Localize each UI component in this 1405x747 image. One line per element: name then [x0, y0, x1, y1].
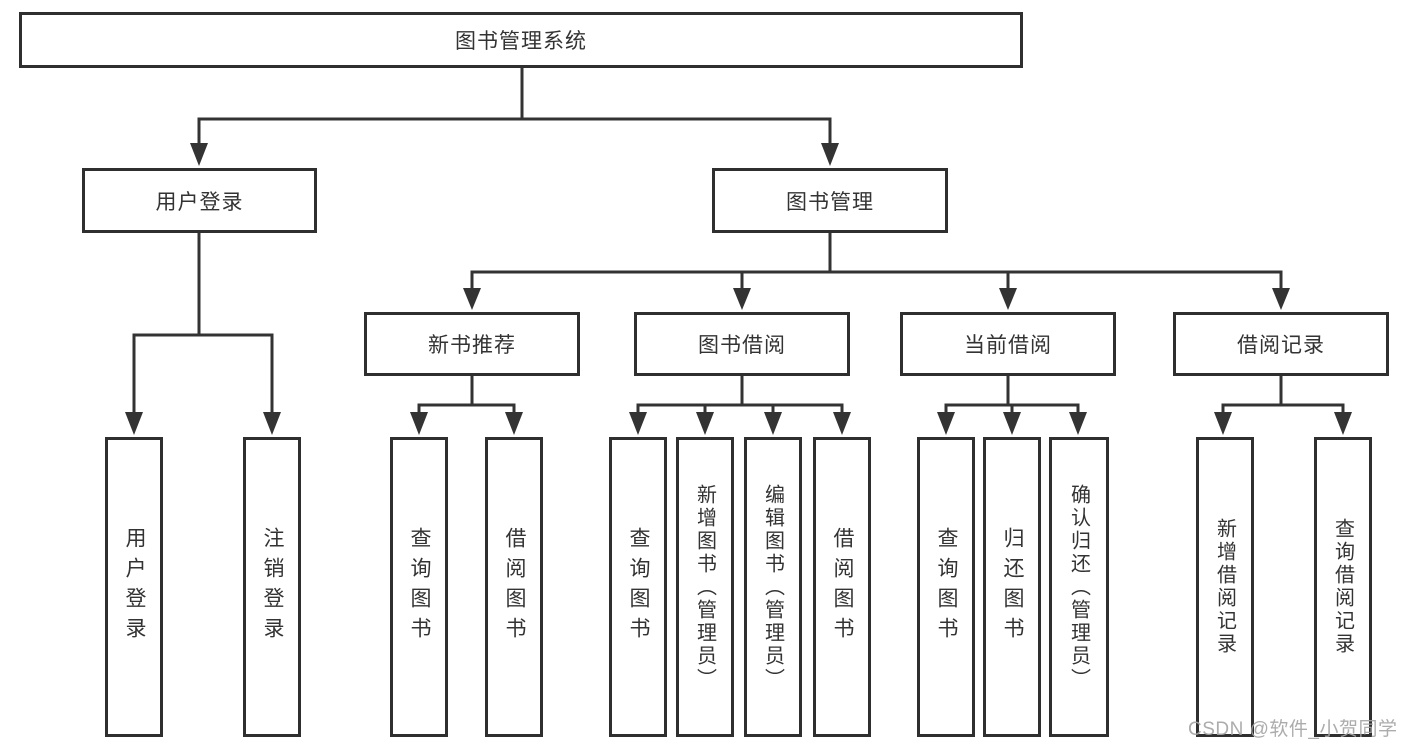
leaf-logout-login: 注销登录 — [243, 437, 301, 737]
node-root: 图书管理系统 — [19, 12, 1023, 68]
node-new-book-recommend-label: 新书推荐 — [428, 334, 516, 357]
leaf-edit-books-admin-label: 编辑图书（管理员） — [761, 483, 784, 691]
leaf-confirm-return-admin: 确认归还（管理员） — [1049, 437, 1109, 737]
leaf-logout-login-label: 注销登录 — [261, 527, 284, 647]
leaf-borrow-books-recommend: 借阅图书 — [485, 437, 543, 737]
leaf-user-login-label: 用户登录 — [123, 527, 146, 647]
leaf-add-borrow-record: 新增借阅记录 — [1196, 437, 1254, 737]
node-book-borrow: 图书借阅 — [634, 312, 850, 376]
leaf-confirm-return-admin-label: 确认归还（管理员） — [1067, 483, 1090, 691]
csdn-watermark: CSDN @软件_小贺同学 — [1188, 719, 1398, 740]
node-book-management-label: 图书管理 — [786, 190, 874, 214]
leaf-query-books-current-label: 查询图书 — [935, 527, 958, 647]
leaf-query-books-borrow: 查询图书 — [609, 437, 667, 737]
leaf-add-borrow-record-label: 新增借阅记录 — [1213, 518, 1236, 656]
node-current-borrow-label: 当前借阅 — [964, 334, 1052, 357]
leaf-query-borrow-record-label: 查询借阅记录 — [1331, 518, 1354, 656]
leaf-return-books-label: 归还图书 — [1001, 527, 1024, 647]
leaf-query-books-borrow-label: 查询图书 — [627, 527, 650, 647]
leaf-query-books-recommend-label: 查询图书 — [408, 527, 431, 647]
node-root-label: 图书管理系统 — [455, 30, 587, 53]
node-book-management: 图书管理 — [712, 168, 948, 233]
leaf-query-borrow-record: 查询借阅记录 — [1314, 437, 1372, 737]
node-user-login-label: 用户登录 — [155, 190, 244, 214]
node-user-login: 用户登录 — [82, 168, 317, 233]
leaf-return-books: 归还图书 — [983, 437, 1041, 737]
node-current-borrow: 当前借阅 — [900, 312, 1116, 376]
leaf-edit-books-admin: 编辑图书（管理员） — [744, 437, 802, 737]
leaf-borrow-books: 借阅图书 — [813, 437, 871, 737]
node-book-borrow-label: 图书借阅 — [698, 334, 786, 357]
node-borrow-records-label: 借阅记录 — [1237, 334, 1325, 357]
leaf-user-login: 用户登录 — [105, 437, 163, 737]
node-borrow-records: 借阅记录 — [1173, 312, 1389, 376]
leaf-add-books-admin: 新增图书（管理员） — [676, 437, 734, 737]
leaf-query-books-current: 查询图书 — [917, 437, 975, 737]
leaf-add-books-admin-label: 新增图书（管理员） — [693, 483, 716, 691]
leaf-query-books-recommend: 查询图书 — [390, 437, 448, 737]
leaf-borrow-books-recommend-label: 借阅图书 — [503, 527, 526, 647]
leaf-borrow-books-label: 借阅图书 — [831, 527, 854, 647]
node-new-book-recommend: 新书推荐 — [364, 312, 580, 376]
